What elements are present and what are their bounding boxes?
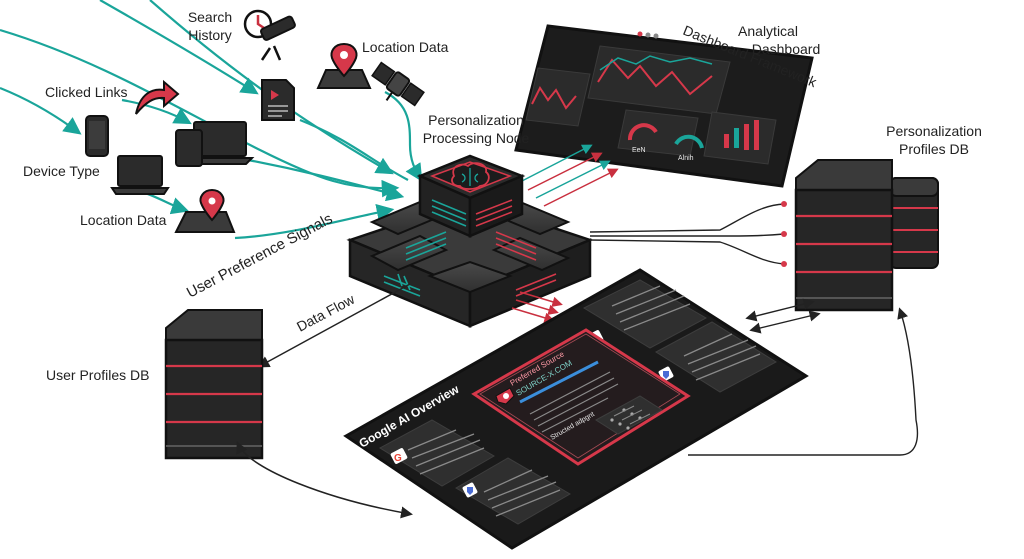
label-location-data-top: Location Data [362, 39, 449, 55]
label-search-history-2: History [188, 27, 232, 43]
label-analytical-dashboard-2: Dashboard [752, 41, 821, 57]
dashboard-gauge-right-label: Alnih [678, 155, 694, 162]
data-flow-arrow [257, 283, 411, 368]
telescope-icon [243, 9, 296, 61]
label-personalization-db-1: Personalization [886, 123, 982, 139]
userdb-overview-arrow [236, 441, 413, 519]
node-dashboard-arrows [519, 144, 619, 207]
smartphone-icon [85, 115, 109, 157]
personalization-profiles-db [794, 159, 939, 312]
user-profiles-db [164, 309, 264, 460]
document-icon [261, 79, 295, 121]
label-processing-node-1: Personalization [428, 112, 524, 128]
svg-text:G: G [394, 453, 402, 464]
laptop-icon [110, 155, 170, 195]
label-user-profiles-db: User Profiles DB [46, 367, 149, 383]
label-search-history-1: Search [188, 9, 232, 25]
satellite-icon [371, 61, 425, 107]
preferred-source-card: Preferred Source SOURCE-X.COM Structed a… [471, 328, 691, 466]
processing-node [346, 154, 594, 328]
map-pin-icon [174, 188, 236, 233]
label-processing-node-2: Processing Node [423, 130, 530, 146]
label-analytical-dashboard-1: Analytical [738, 23, 798, 39]
google-ai-overview-panel: G G Google AI Overview Preferred Source … [343, 268, 809, 550]
label-personalization-db-2: Profiles DB [899, 141, 969, 157]
dashboard-gauge-left-label: EeN [632, 147, 646, 154]
label-device-type: Device Type [23, 163, 100, 179]
label-data-flow: Data Flow [294, 291, 358, 335]
tablet-laptop-icon [175, 121, 255, 167]
node-db-connectors [589, 201, 919, 456]
location-pin-icon [316, 42, 372, 89]
arrow-curve-icon [135, 79, 180, 115]
label-location-data-left: Location Data [80, 212, 167, 228]
brain-chip-icon [451, 162, 490, 190]
shield-icon [462, 366, 674, 498]
label-clicked-links: Clicked Links [45, 84, 127, 100]
node-overview-arrows [511, 291, 563, 323]
